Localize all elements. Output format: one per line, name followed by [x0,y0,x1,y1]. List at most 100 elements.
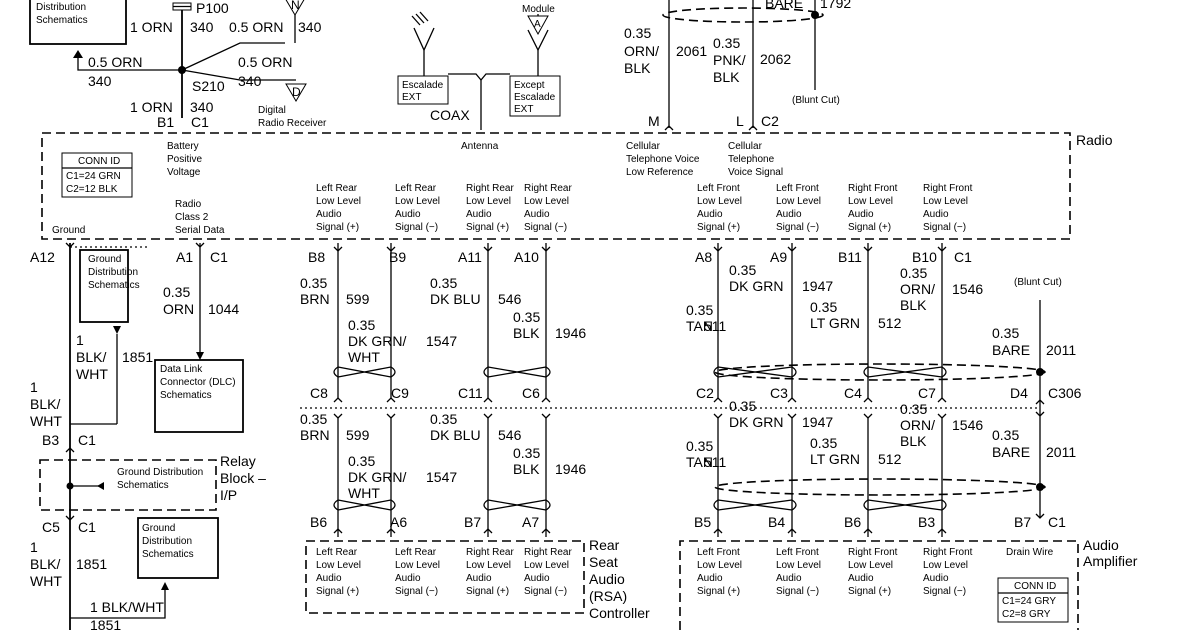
cellular-section: BARE 1792 (Blunt Cut) 0.35 ORN/ BLK 2061… [624,0,851,131]
svg-text:0.35: 0.35 [163,284,190,300]
pin-chevron [863,528,873,534]
pin-chevron [483,397,493,403]
top-pin-2: A11 [458,249,482,265]
wire-7-color2-0: BLK [900,297,927,313]
dlc-box[interactable] [154,359,244,433]
rsa-signal-1-line-3: Signal (−) [395,586,438,597]
svg-text:Escalade: Escalade [514,92,556,103]
pin-chevron [333,413,343,419]
radio-label: Radio [1076,132,1113,148]
pin-chevron [386,528,396,534]
amp-outline [679,540,1079,630]
svg-text:Schematics: Schematics [142,549,194,560]
wire-0-color-1: BRN [300,427,330,443]
wire-5-circuit-0: 1947 [802,278,833,294]
bare-top: BARE [765,0,803,11]
ground-distribution-box-3[interactable] [137,517,219,579]
pin-b3: B3 [42,432,59,448]
wire-7-circuit-0: 1546 [952,281,983,297]
p100-label: P100 [196,0,229,16]
wire-5-size-0: 0.35 [729,262,756,278]
svg-text:WHT: WHT [76,366,108,382]
wire-6-color-1: LT GRN [810,451,860,467]
rsa-pin-2: B7 [464,514,481,530]
mid-pin-2: C11 [458,385,483,401]
radio-module[interactable]: Radio CONN ID C1=24 GRN C2=12 BLK Batter… [41,132,1113,240]
wire-1orn-top: 1 ORN [130,19,173,35]
pin-chevron [863,413,873,419]
wire-1-color-1: DK GRN/ [348,469,406,485]
except-box [509,75,561,117]
svg-text:Escalade: Escalade [402,80,444,91]
left-column: A12 Ground Distribution Schematics 1 BLK… [30,242,266,630]
wire-to-left [77,55,182,71]
conn-c1-amp: C1 [1048,514,1066,530]
circuit-340-c: 340 [298,19,322,35]
wire-3-size-1: 0.35 [513,445,540,461]
pin-chevron [541,528,551,534]
svg-text:0.35: 0.35 [624,25,651,41]
wire-7-circuit-1: 1546 [952,417,983,433]
svg-text:Schematics: Schematics [117,480,169,491]
wire-7-size-0: 0.35 [900,265,927,281]
radio-signal-4-line-1: Low Level [697,196,742,207]
pin-chevron [937,397,947,403]
svg-text:D: D [292,85,301,99]
radio-signal-4-line-2: Audio [697,209,723,220]
wire-2-color-0: DK BLU [430,291,481,307]
svg-text:PNK/: PNK/ [713,52,746,68]
svg-text:Telephone: Telephone [728,154,775,165]
top-pin-4: A8 [695,249,712,265]
svg-text:BLK/: BLK/ [76,349,106,365]
wire-to-drr [181,69,296,81]
pin-chevron [713,413,723,419]
ground-distribution-box-1[interactable] [79,249,129,323]
pin-chevron [937,413,947,419]
antenna-section: Escalade EXT Module A Except Escalade EX… [397,4,561,130]
circuit-340-a: 340 [190,19,214,35]
wire-2-circuit-1: 546 [498,427,522,443]
rsa-controller[interactable]: Rear Seat Audio (RSA) Controller Left Re… [305,537,650,621]
circuit-1851-d: 1851 [90,617,121,630]
wire-0-size-1: 0.35 [300,411,327,427]
circuit-340-b: 340 [88,73,112,89]
svg-text:CONN ID: CONN ID [78,156,120,167]
audio-amplifier[interactable]: Audio Amplifier Drain Wire CONN ID C1=24… [679,537,1138,630]
svg-text:BLK: BLK [624,60,651,76]
svg-text:Antenna: Antenna [461,141,499,152]
amp-signal-7-line-2: Audio [923,573,949,584]
radio-signal-1-line-2: Audio [395,209,421,220]
top-pin-6: B11 [838,249,862,265]
rsa-signal-2-line-2: Audio [466,573,492,584]
wire-6-size-0: 0.35 [810,299,837,315]
pin-chevron [787,528,797,534]
fuse-icon [172,2,192,11]
amp-signal-4-line-1: Low Level [697,560,742,571]
radio-signal-7-line-1: Low Level [923,196,968,207]
antenna-icon-left [411,11,435,76]
svg-text:2011: 2011 [1046,444,1076,460]
circuit-340-d: 340 [238,73,262,89]
pds-line1: Distribution [36,2,86,13]
pin-chevron [863,246,873,252]
svg-text:Voltage: Voltage [167,167,201,178]
svg-text:1: 1 [30,539,38,555]
pin-chevron [333,397,343,403]
pin-chevron [386,397,396,403]
wire-4-circuit-1: 511 [704,454,727,470]
pin-chevron [863,397,873,403]
svg-text:Amplifier: Amplifier [1083,553,1138,569]
escalade-box [397,75,449,105]
s210-label: S210 [192,78,225,94]
drain-wire-label: Drain Wire [1006,547,1054,558]
circuit-340-e: 340 [190,99,214,115]
circuit-2062: 2062 [760,51,791,67]
top-left-section: Distribution Schematics P100 1 ORN 340 S… [29,0,327,130]
wire-1-circuit-1: 1547 [426,469,457,485]
rsa-signal-3-line-3: Signal (−) [524,586,567,597]
wire-05orn-b: 0.5 ORN [229,19,283,35]
distribution-schematics-box[interactable] [29,0,127,45]
svg-text:Low Reference: Low Reference [626,167,694,178]
radio-signal-3-line-0: Right Rear [524,183,572,194]
mid-pin-6: C4 [844,385,862,401]
